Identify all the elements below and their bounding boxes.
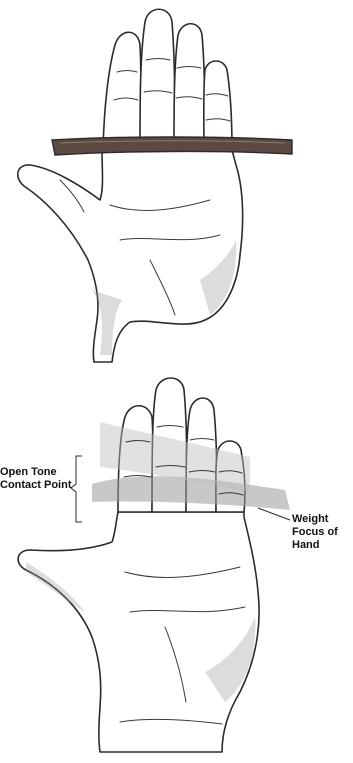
open-tone-label-line-1: Open Tone — [0, 466, 72, 479]
open-tone-contact-point-label: Open Tone Contact Point — [0, 466, 72, 492]
open-tone-label-line-2: Contact Point — [0, 479, 72, 492]
open-tone-bracket — [71, 456, 82, 522]
hand-drawing-top — [0, 0, 353, 370]
weight-focus-of-hand-label: Weight Focus of Hand — [292, 513, 338, 552]
weight-label-line-3: Hand — [292, 539, 338, 552]
weight-label-line-2: Focus of — [292, 526, 338, 539]
weight-focus-leader — [258, 508, 290, 520]
ring-finger — [174, 24, 205, 150]
hand-on-rim-illustration — [0, 0, 353, 370]
middle-finger — [140, 9, 175, 150]
palm-outline-bottom — [18, 512, 259, 752]
hand-drawing-bottom — [0, 372, 353, 763]
palm-outline — [18, 150, 243, 362]
contact-point-illustration: Open Tone Contact Point Weight Focus of … — [0, 372, 353, 763]
weight-label-line-1: Weight — [292, 513, 338, 526]
index-finger — [103, 32, 141, 150]
